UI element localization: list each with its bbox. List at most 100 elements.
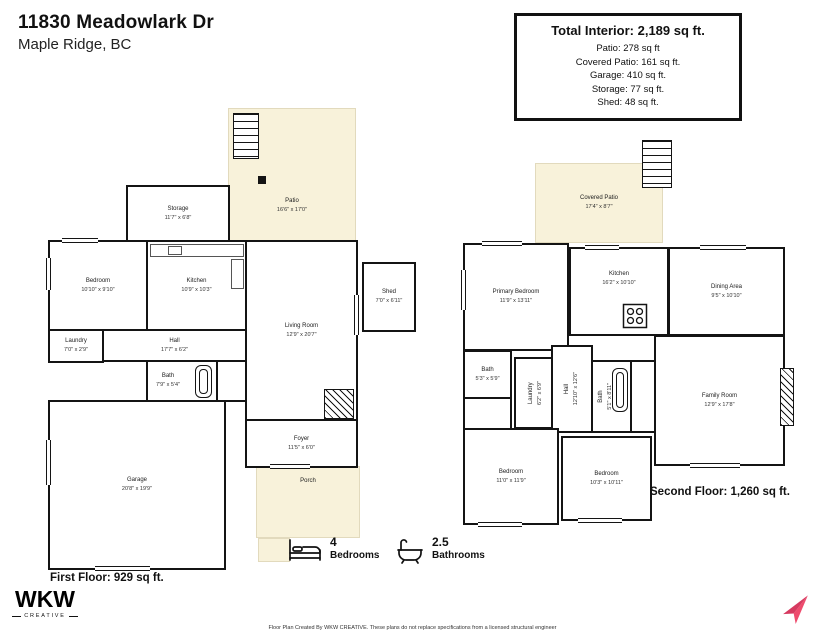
stairs-icon: [233, 113, 259, 159]
room-hall-second-floor: Hall 12'10" x 12'6": [551, 345, 593, 433]
room-bath-first-floor: Bath 7'9" x 5'4": [146, 360, 218, 402]
room-name: Covered Patio: [579, 195, 619, 201]
room-label: Shed 7'0" x 6'11": [376, 288, 403, 305]
room-dims: 10'9" x 10'3": [181, 286, 212, 293]
room-laundry-first-floor: Laundry 7'0" x 2'9": [48, 329, 104, 363]
closet: [630, 360, 656, 433]
room-name: Bath: [161, 373, 175, 380]
bedrooms-count: 4: [330, 535, 337, 549]
room-primary-bedroom: Primary Bedroom 11'9" x 13'11": [463, 243, 569, 351]
kitchen-counter: [231, 259, 244, 289]
post-marker: [258, 176, 266, 184]
room-dims: 10'10" x 9'10": [81, 286, 115, 293]
room-name: Shed: [381, 289, 396, 296]
room-label: Storage 11'7" x 6'8": [165, 205, 192, 222]
logo-rule: [12, 615, 22, 617]
room-name: Kitchen: [608, 270, 629, 277]
stove-icon: [622, 303, 648, 334]
room-shed: Shed 7'0" x 6'11": [362, 262, 416, 332]
kitchen-sink-icon: [168, 246, 182, 255]
bathrooms-label: Bathrooms: [432, 550, 485, 561]
room-family-room: Family Room 12'9" x 17'8": [654, 335, 785, 466]
room-name: Laundry: [527, 382, 534, 404]
bed-icon: [288, 537, 322, 570]
room-name: Bedroom: [498, 468, 524, 475]
room-dims: 11'9" x 13'11": [499, 298, 533, 305]
room-label: Bedroom 11'0" x 11'9": [496, 468, 525, 485]
window: [482, 241, 522, 246]
room-label: Bath 5'3" x 5'9": [475, 366, 499, 383]
room-dims: 12'9" x 17'8": [704, 401, 735, 408]
room-dims: 11'5" x 6'0": [288, 444, 315, 451]
closet: [216, 360, 247, 402]
stairs-icon: [642, 140, 672, 188]
room-bedroom-b-second-floor: Bedroom 10'3" x 10'11": [561, 436, 652, 521]
bathtub-fixture-icon: [612, 368, 628, 412]
room-name: Porch: [300, 478, 316, 484]
room-label: Covered Patio 17'4" x 8'7": [536, 194, 662, 211]
room-dims: 9'5" x 10'10": [711, 292, 742, 299]
room-garage: Garage 20'8" x 19'9": [48, 400, 226, 570]
room-name: Bedroom: [594, 470, 619, 477]
room-storage: Storage 11'7" x 6'8": [126, 185, 230, 242]
room-label: Patio 16'6" x 17'0": [229, 197, 355, 214]
room-label: Kitchen 16'2" x 10'10": [602, 270, 635, 287]
window: [95, 566, 150, 571]
bay-window-hatch: [780, 368, 794, 426]
summary-item-shed: Shed: 48 sq ft.: [597, 97, 659, 108]
room-dims: 7'9" x 5'4": [156, 382, 181, 389]
property-address: 11830 Meadowlark Dr: [18, 12, 215, 33]
room-name: Garage: [126, 477, 147, 484]
logo-rule: [68, 615, 78, 617]
room-label: Porch: [257, 477, 359, 486]
kitchen-counter: [150, 244, 244, 257]
bathtub-fixture-icon: [195, 365, 212, 398]
room-label: Laundry 6'2" x 6'9": [527, 381, 544, 405]
room-name: Living Room: [284, 322, 319, 329]
room-name: Bath: [598, 390, 604, 403]
room-name: Primary Bedroom: [492, 289, 540, 296]
window: [354, 295, 359, 335]
window: [478, 522, 522, 527]
room-name: Kitchen: [186, 277, 207, 284]
room-name: Family Room: [701, 392, 738, 399]
room-label: Hall 12'10" x 12'6": [563, 372, 580, 405]
room-bedroom-a-second-floor: Bedroom 11'0" x 11'9": [463, 428, 559, 525]
room-name: Dining Area: [710, 283, 743, 290]
wkw-logo: WKW CREATIVE: [12, 588, 78, 619]
room-dims: 6'2" x 6'9": [536, 380, 543, 406]
summary-item-patio: Patio: 278 sq ft: [596, 43, 660, 54]
logo-subtext: CREATIVE: [24, 613, 66, 619]
room-dims: 17'4" x 8'7": [585, 204, 613, 210]
window: [46, 258, 51, 290]
summary-item-garage: Garage: 410 sq ft.: [589, 70, 667, 81]
room-name: Bedroom: [85, 277, 111, 284]
area-summary-box: Total Interior: 2,189 sq ft. Patio: 278 …: [514, 13, 742, 121]
window: [46, 440, 51, 485]
room-label: Kitchen 10'9" x 10'3": [181, 277, 211, 294]
room-dims: 5'3" x 5'9": [475, 375, 500, 382]
room-dims: 12'10" x 12'6": [573, 372, 580, 406]
room-name: Storage: [167, 205, 189, 212]
room-hall-first-floor: Hall 17'7" x 6'2": [102, 329, 247, 362]
window: [578, 518, 622, 523]
logo-text: WKW: [14, 586, 76, 612]
window: [461, 270, 466, 310]
room-label: Laundry 7'0" x 2'9": [64, 337, 88, 354]
bedrooms-label: Bedrooms: [330, 550, 380, 561]
room-name: Bath: [481, 366, 494, 373]
room-porch: Porch: [256, 466, 360, 538]
porch-steps: [258, 538, 290, 562]
north-arrow-icon: [780, 590, 816, 631]
window: [585, 245, 619, 250]
room-bath-a-second-floor: Bath 5'3" x 5'9": [463, 350, 512, 399]
room-dims: 17'7" x 6'2": [160, 346, 189, 353]
bathtub-icon: [395, 537, 425, 570]
room-dims: 11'7" x 6'8": [164, 214, 192, 221]
room-label: Family Room 12'9" x 17'8": [702, 392, 737, 409]
summary-item-covered-patio: Covered Patio: 161 sq ft.: [575, 56, 681, 68]
room-label: Dining Area 9'5" x 10'10": [711, 283, 742, 300]
room-foyer: Foyer 11'5" x 6'0": [245, 419, 358, 468]
room-bedroom-first-floor: Bedroom 10'10" x 9'10": [48, 240, 148, 331]
summary-item-storage: Storage: 77 sq ft.: [591, 83, 665, 95]
